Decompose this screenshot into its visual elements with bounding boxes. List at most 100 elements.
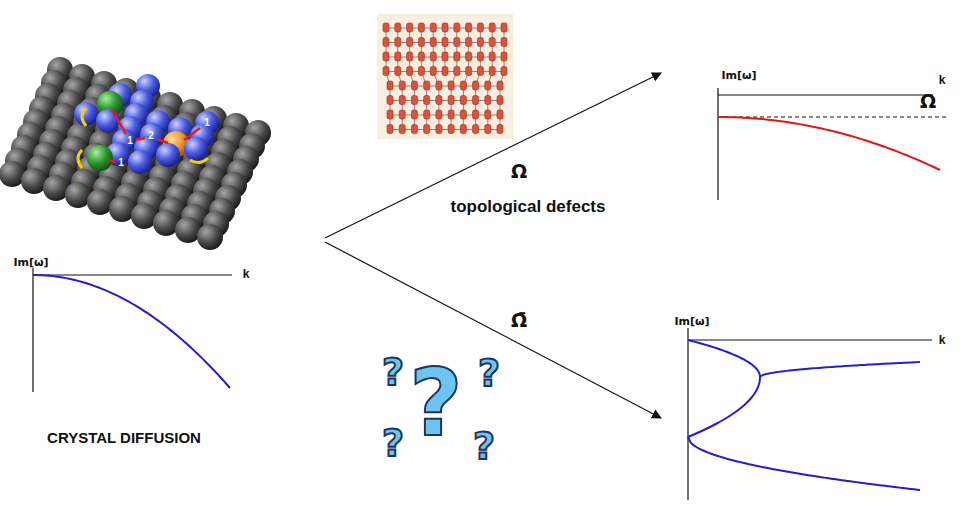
axis-line [718,94,933,95]
lattice-atom [442,23,448,32]
lattice-atom [448,81,454,90]
adatom [184,137,208,161]
question-mark: ? [382,424,404,462]
dispersion-curve [33,275,230,388]
axis-line [33,274,232,275]
lattice-atom [460,110,466,119]
lattice-atom [454,23,460,32]
lattice-atom [399,125,405,134]
level-label: Ω [920,92,936,111]
dispersion-curve [688,340,760,377]
lattice-atom [489,52,495,61]
callout-number: 1 [204,118,210,128]
question-mark: ? [478,354,500,392]
lattice-atom [489,23,495,32]
bond-line [184,128,200,140]
lattice-atom [473,110,479,119]
lattice-atom [399,96,405,105]
lattice-atom [430,23,436,32]
adatom [156,143,180,167]
lattice-atom [448,96,454,105]
lattice-atom [395,67,401,76]
substrate-atom [87,189,113,215]
lattice-atom [407,67,413,76]
lattice-atom [485,110,491,119]
bond-line [108,160,116,162]
lattice-atom [411,125,417,134]
picture-ground [377,14,513,139]
arrow-label: Ω̄ [511,311,527,330]
hop-bracket [82,108,86,126]
lattice-atom [411,110,417,119]
question-mark: ? [382,353,404,391]
lattice-atom [497,125,503,134]
arrow-label: Ω [511,162,527,181]
substrate-atom [21,168,47,194]
lattice-atom [399,81,405,90]
lattice-atom [466,38,472,47]
adatom [96,109,120,133]
lattice-atom [395,23,401,32]
lattice-atom [395,52,401,61]
lattice-atom [383,38,389,47]
lattice-atom [460,125,466,134]
lattice-atom [485,96,491,105]
callout-number: 1 [127,136,133,146]
axis-label: Im[ω] [721,70,756,81]
lattice-atom [387,81,393,90]
dispersion-curve [688,377,760,437]
dislocation-picture [377,14,513,139]
callout-number: 2 [148,131,154,141]
axis-label: k [243,268,250,280]
lattice-atom [418,67,424,76]
lattice-atom [442,38,448,47]
axis-line [687,328,688,500]
lattice-atom [501,67,507,76]
lattice-atom [395,38,401,47]
lattice-atom [430,52,436,61]
lattice-atom [387,110,393,119]
branch-arrow [325,73,661,238]
lattice-atom [424,96,430,105]
branch-arrow [325,242,661,418]
bond-line [157,139,168,143]
lattice-atom [411,81,417,90]
crystal-illustration [0,57,271,250]
question-mark: ? [473,427,495,465]
axis-line [688,339,932,340]
bond-line [112,110,126,134]
lattice-atom [418,23,424,32]
lattice-atom [477,38,483,47]
lattice-atom [387,96,393,105]
axis-label: k [939,334,946,346]
axis-line [32,268,33,392]
lattice-atom [436,110,442,119]
substrate-atom [153,210,179,236]
lattice-atom [399,110,405,119]
lattice-atom [466,23,472,32]
hop-bracket [190,158,208,163]
lattice-atom [454,38,460,47]
lattice-atom [442,52,448,61]
substrate-atom [65,182,91,208]
lattice-atom [436,81,442,90]
substrate-atom [131,203,157,229]
lattice-atom [473,81,479,90]
lattice-atom [430,67,436,76]
dispersion-curve [718,117,940,170]
lattice-atom [424,81,430,90]
lattice-atom [418,52,424,61]
lattice-atom [424,110,430,119]
lattice-atom [383,67,389,76]
substrate-atom [175,217,201,243]
lattice-atom [477,67,483,76]
lattice-atom [489,67,495,76]
lattice-atom [418,38,424,47]
axis-label: k [939,74,946,86]
axis-line [717,88,718,200]
lattice-atom [466,52,472,61]
lattice-atom [448,125,454,134]
adatom [128,150,152,174]
lattice-atom [460,81,466,90]
